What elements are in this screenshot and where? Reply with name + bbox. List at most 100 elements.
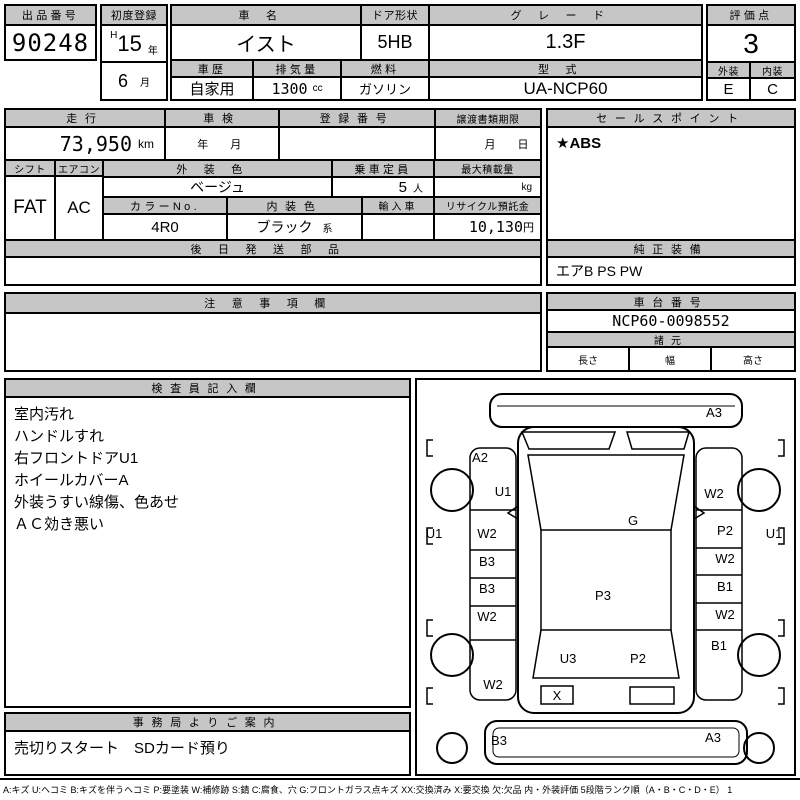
spare-left-circle xyxy=(436,732,468,764)
capacity-label: 乗車定員 xyxy=(333,161,435,178)
later-parts-value xyxy=(6,258,540,284)
damage-rear-window-left: U3 xyxy=(560,651,577,666)
door-shape-value: 5HB xyxy=(362,26,430,61)
score-label: 評価点 xyxy=(708,6,794,26)
max-load-label: 最大積載量 xyxy=(435,161,540,178)
damage-left-door-1: W2 xyxy=(477,526,497,541)
crop-mark xyxy=(778,439,785,705)
color-no-value: 4R0 xyxy=(104,215,228,241)
damage-left-fender-top: A2 xyxy=(472,450,488,465)
first-registration-year: H 15 年 xyxy=(102,26,166,63)
damage-rear-bumper-left: B3 xyxy=(491,733,507,748)
lot-value: 90248 xyxy=(11,28,90,57)
damage-right-door-3: B1 xyxy=(717,579,733,594)
shift-label: シフト xyxy=(6,161,56,177)
displacement-value: 1300 cc xyxy=(254,78,342,99)
color-no-label: カラーNo. xyxy=(104,198,228,215)
model-label: 型式 xyxy=(430,61,701,78)
trunk-x-box xyxy=(540,685,574,705)
exterior-grade-label: 外装 xyxy=(708,63,751,79)
car-damage-diagram: A3 A2 U1 W2 U1 U1 G W2 B3 B3 W2 P2 W2 B1… xyxy=(426,393,785,765)
damage-windshield: G xyxy=(628,513,638,528)
recycle-deposit-value: 10,130 円 xyxy=(435,215,540,241)
damage-rear-window-right: P2 xyxy=(630,651,646,666)
mileage-value: 73,950 km xyxy=(6,128,166,161)
front-left-wheel xyxy=(430,468,474,512)
right-mirror xyxy=(693,505,706,520)
fuel-value: ガソリン xyxy=(342,78,430,99)
interior-grade-label: 内装 xyxy=(751,63,794,79)
inspector-note-line: 外装うすい線傷、色あせ xyxy=(14,494,180,511)
notice-value xyxy=(6,314,540,370)
first-registration-month: 6 月 xyxy=(102,63,166,99)
sales-point-label: セールスポイント xyxy=(548,110,794,128)
recycle-deposit-number: 10,130 xyxy=(468,218,523,236)
exterior-color-value: ベージュ xyxy=(104,178,333,198)
notice-box: 注意事項欄 xyxy=(4,292,542,372)
footer-legend: A:キズ U:ヘコミ B:キズを伴うヘコミ P:要塗装 W:補修跡 S:錆 C:… xyxy=(3,785,733,795)
right-side-panels xyxy=(695,447,743,701)
rear-window-outline xyxy=(532,629,680,679)
month-unit: 月 xyxy=(140,77,150,89)
inspector-note-line: ハンドルすれ xyxy=(14,428,105,445)
imported-value xyxy=(363,215,435,241)
vehicle-info-box: 車名 ドア形状 グレード イスト 5HB 1.3F 車歴 排気量 燃料 型式 自… xyxy=(170,4,703,101)
mileage-unit: km xyxy=(138,136,154,151)
office-label: 事務局よりご案内 xyxy=(6,714,409,732)
specs-label: 諸元 xyxy=(548,333,794,348)
diagram-box: A3 A2 U1 W2 U1 U1 G W2 B3 B3 W2 P2 W2 B1… xyxy=(415,378,796,776)
mileage-number: 73,950 xyxy=(59,131,132,156)
spec-length-label: 長さ xyxy=(548,348,630,370)
recycle-deposit-label: リサイクル預託金 xyxy=(435,198,540,215)
inspector-note-line: ＡＣ効き悪い xyxy=(14,516,105,533)
main-detail-box: 走行 車検 登録番号 譲渡書類期限 73,950 km 年 月 月 日 シフト … xyxy=(4,108,542,286)
later-parts-label: 後日発送部品 xyxy=(6,241,540,258)
damage-rear-bumper-right: A3 xyxy=(705,730,721,745)
lot-box: 出品番号 90248 xyxy=(4,4,97,61)
interior-color-suffix: 系 xyxy=(322,223,333,235)
history-label: 車歴 xyxy=(172,61,254,78)
capacity-unit: 人 xyxy=(413,183,423,195)
sales-point-value: ★ABS xyxy=(548,128,794,241)
car-name-label: 車名 xyxy=(172,6,362,26)
spare-right-circle xyxy=(743,732,775,764)
damage-trunk: X xyxy=(553,688,562,703)
damage-right-fender: W2 xyxy=(704,486,724,501)
exterior-grade-value: E xyxy=(708,79,751,99)
first-registration-box: 初度登録 H 15 年 6 月 xyxy=(100,4,168,101)
transfer-deadline-label: 譲渡書類期限 xyxy=(436,110,540,128)
car-body-outline xyxy=(517,426,695,714)
door-shape-label: ドア形状 xyxy=(362,6,430,26)
chassis-box: 車台番号 NCP60-0098552 諸元 長さ 幅 高さ xyxy=(546,292,796,372)
damage-left-door-3: B3 xyxy=(479,581,495,596)
max-load-value: kg xyxy=(435,178,540,198)
interior-color-label: 内装色 xyxy=(228,198,363,215)
year-unit: 年 xyxy=(147,46,158,57)
damage-roof: P3 xyxy=(595,588,611,603)
exterior-color-label: 外装色 xyxy=(104,161,333,178)
damage-left-quarter: W2 xyxy=(483,677,503,692)
history-value: 自家用 xyxy=(172,78,254,99)
office-value: 売切りスタート SDカード預り xyxy=(14,740,230,757)
damage-left-fender: U1 xyxy=(495,484,512,499)
sales-point-box: セールスポイント ★ABS 純正装備 エアB PS PW xyxy=(546,108,796,286)
left-side-panels xyxy=(469,447,517,701)
inspection-due-value: 年 月 xyxy=(166,128,280,161)
score-value: 3 xyxy=(708,26,794,63)
grade-value: 1.3F xyxy=(430,26,701,61)
office-box: 事務局よりご案内 売切りスタート SDカード預り xyxy=(4,712,411,776)
windshield-outline xyxy=(527,454,685,531)
crop-mark xyxy=(426,439,433,705)
registration-no-label: 登録番号 xyxy=(280,110,436,128)
damage-left-door-2: B3 xyxy=(479,554,495,569)
rear-bumper-outline xyxy=(484,720,748,765)
damage-right-side-outer: U1 xyxy=(766,526,783,541)
left-mirror xyxy=(506,505,519,520)
aircon-value: AC xyxy=(56,177,104,241)
chassis-label: 車台番号 xyxy=(548,294,794,311)
inspector-box: 検査員記入欄 室内汚れ ハンドルすれ 右フロントドアU1 ホイールカバーA 外装… xyxy=(4,378,411,708)
inspector-label: 検査員記入欄 xyxy=(6,380,409,398)
inspector-note-line: ホイールカバーA xyxy=(14,472,129,489)
car-name-value: イスト xyxy=(172,26,362,61)
damage-right-door-4: W2 xyxy=(715,607,735,622)
